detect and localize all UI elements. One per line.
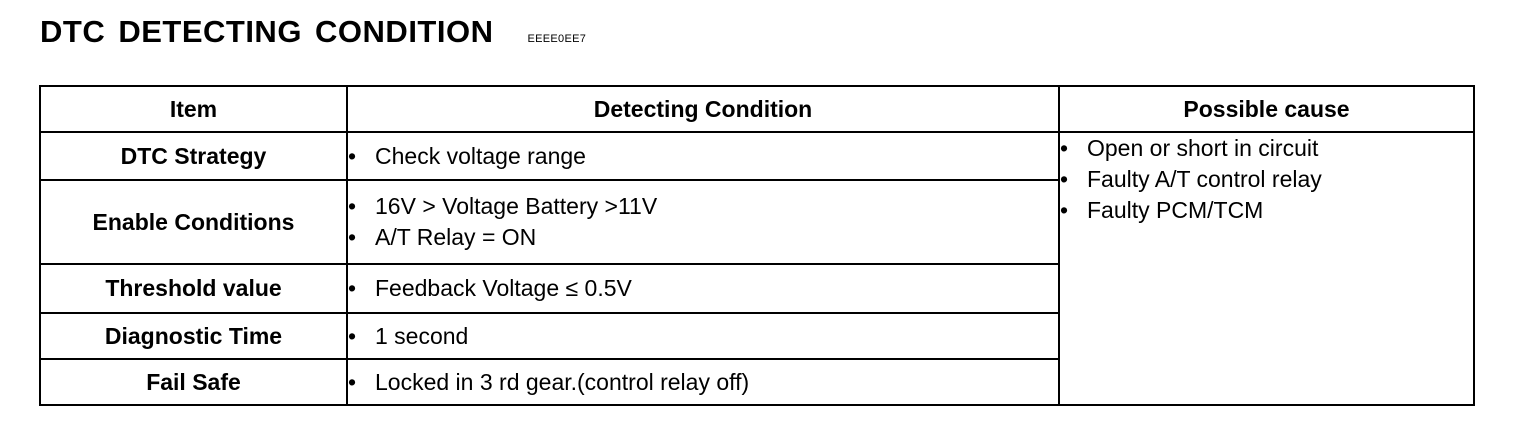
list-item: • Open or short in circuit (1060, 133, 1473, 164)
table-row: DTC Strategy • Check voltage range • Ope… (39, 131, 1475, 406)
list-item: • Locked in 3 rd gear.(control relay off… (348, 367, 1058, 398)
table-row: Fail Safe • Locked in 3 rd gear.(control… (39, 358, 1474, 406)
condition-cell: • Feedback Voltage ≤ 0.5V (346, 263, 1060, 314)
list-item: • 16V > Voltage Battery >11V (348, 191, 1058, 222)
list-item: • Faulty A/T control relay (1060, 164, 1473, 195)
item-cell: Enable Conditions (39, 179, 348, 265)
condition-cell: • Locked in 3 rd gear.(control relay off… (346, 358, 1060, 406)
table-header-row: Item Detecting Condition Possible cause (39, 85, 1475, 133)
condition-text: Feedback Voltage ≤ 0.5V (375, 275, 632, 301)
item-cell: Fail Safe (39, 358, 348, 406)
cause-text: Open or short in circuit (1087, 135, 1319, 161)
list-item: • A/T Relay = ON (348, 222, 1058, 253)
condition-text: Locked in 3 rd gear.(control relay off) (375, 368, 750, 395)
bullet-icon: • (1060, 197, 1069, 223)
document-code: EEEE0EE7 (527, 33, 587, 45)
bullet-icon: • (348, 368, 357, 395)
list-item: • Feedback Voltage ≤ 0.5V (348, 273, 1058, 304)
column-header-item: Item (39, 85, 348, 133)
bullet-icon: • (348, 142, 357, 169)
list-item: • 1 second (348, 321, 1058, 352)
column-header-detecting-condition: Detecting Condition (346, 85, 1060, 133)
header: DTC DETECTING CONDITION EEEE0EE7 (40, 14, 586, 50)
condition-text: 16V > Voltage Battery >11V (375, 193, 658, 219)
bullet-icon: • (348, 322, 357, 349)
condition-text: Check voltage range (375, 142, 586, 169)
cause-text: Faulty PCM/TCM (1087, 197, 1264, 223)
table-row: Enable Conditions • 16V > Voltage Batter… (39, 179, 1474, 265)
condition-cell: • Check voltage range (346, 131, 1060, 181)
condition-cell: • 1 second (346, 312, 1060, 360)
column-header-possible-cause: Possible cause (1058, 85, 1475, 133)
condition-cell: • 16V > Voltage Battery >11V • A/T Relay… (346, 179, 1060, 265)
bullet-icon: • (348, 224, 357, 250)
cause-text: Faulty A/T control relay (1087, 166, 1322, 192)
possible-cause-cell: • Open or short in circuit • Faulty A/T … (1058, 131, 1475, 406)
bullet-icon: • (1060, 135, 1069, 161)
table-row: Threshold value • Feedback Voltage ≤ 0.5… (39, 263, 1474, 314)
item-cell: Threshold value (39, 263, 348, 314)
dtc-table: Item Detecting Condition Possible cause … (39, 85, 1475, 406)
bullet-icon: • (348, 275, 357, 301)
page-title: DTC DETECTING CONDITION (40, 14, 494, 49)
bullet-icon: • (348, 193, 357, 219)
list-item: • Faulty PCM/TCM (1060, 195, 1473, 226)
table-row: Diagnostic Time • 1 second (39, 312, 1474, 360)
item-cell: Diagnostic Time (39, 312, 348, 360)
condition-text: 1 second (375, 322, 469, 349)
list-item: • Check voltage range (348, 141, 1058, 172)
bullet-icon: • (1060, 166, 1069, 192)
item-cell: DTC Strategy (39, 131, 348, 181)
condition-text: A/T Relay = ON (375, 224, 537, 250)
